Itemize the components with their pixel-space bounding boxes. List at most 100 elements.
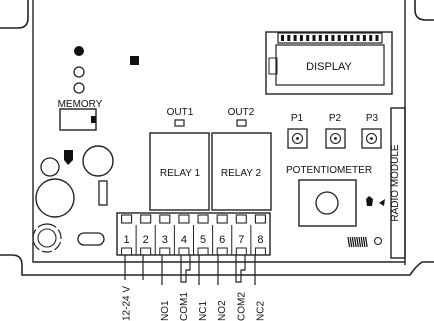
- spring-coil: [347, 236, 368, 248]
- display-pin: [299, 35, 303, 41]
- trimmer-p2: [325, 128, 346, 149]
- out1-led: [174, 119, 185, 127]
- out2-label: OUT2: [228, 107, 255, 118]
- display-pin: [350, 35, 354, 41]
- relay-1: [149, 132, 210, 211]
- display-pin: [337, 35, 341, 41]
- terminal-number: 6: [219, 234, 225, 246]
- memory-chip: [59, 108, 97, 131]
- black-square: [130, 56, 139, 65]
- terminal-number: 8: [257, 234, 263, 246]
- memory-chip-notch: [91, 116, 96, 123]
- terminal-screw: [178, 214, 190, 224]
- coil-turn: [347, 236, 351, 248]
- terminal-number: 5: [200, 234, 206, 246]
- terminal-screw: [197, 214, 209, 224]
- display-pin: [362, 35, 366, 41]
- terminal-label: NO1: [160, 300, 171, 321]
- display-pin: [312, 35, 316, 41]
- memory-label: MEMORY: [58, 99, 103, 110]
- black-dot: [74, 46, 84, 56]
- terminal-clamp: [178, 247, 190, 256]
- relay-2-label: RELAY 2: [221, 168, 262, 179]
- out2-led: [236, 119, 247, 127]
- terminal-label: NO2: [217, 300, 228, 321]
- coil-turn: [358, 236, 362, 248]
- small-circle: [373, 236, 383, 246]
- terminal-clamp: [121, 247, 133, 256]
- terminal-label: 12-24 V: [122, 286, 133, 321]
- terminal-clamp: [197, 247, 209, 256]
- display-connector: [268, 57, 278, 75]
- terminal-screw: [140, 214, 152, 224]
- relay-2: [211, 132, 272, 211]
- potentiometer-knob: [315, 191, 339, 215]
- terminal-label: NC2: [255, 301, 266, 321]
- potentiometer: [298, 179, 357, 227]
- coil-turn: [360, 236, 364, 248]
- round-component-center: [37, 228, 57, 248]
- terminal-number: 4: [181, 234, 187, 246]
- display-pin: [369, 35, 373, 41]
- relay-1-label: RELAY 1: [160, 168, 201, 179]
- display-pin: [306, 35, 310, 41]
- board-edge-bottom: [32, 252, 405, 263]
- radio-module-label: RADIO MODULE: [390, 144, 401, 222]
- p3-label: P3: [366, 113, 379, 124]
- coil-turn: [351, 236, 355, 248]
- terminal-clamp: [140, 247, 152, 256]
- radio-module: [390, 107, 406, 259]
- terminal-screw: [235, 214, 247, 224]
- coil-turn: [365, 236, 368, 248]
- trimmer-p1: [287, 128, 308, 149]
- large-circle-component: [35, 178, 75, 218]
- terminal-clamp: [254, 247, 266, 256]
- coil-turn: [349, 236, 353, 248]
- display-module: [265, 31, 393, 95]
- display-window: [275, 44, 385, 86]
- terminal-number: 2: [143, 234, 149, 246]
- terminal-label: COM2: [236, 292, 247, 321]
- terminal-clamp: [159, 247, 171, 256]
- display-pin: [287, 35, 291, 41]
- enclosure-outline-bottom: [0, 254, 434, 276]
- small-circle: [73, 66, 85, 78]
- display-pin-header: [277, 32, 383, 44]
- terminal-number: 1: [124, 234, 130, 246]
- rectangular-component: [98, 180, 108, 206]
- terminal-screw: [216, 214, 228, 224]
- terminal-number: 3: [162, 234, 168, 246]
- display-label: DISPLAY: [306, 61, 352, 73]
- led-indicator: [366, 196, 373, 206]
- terminal-screw: [121, 214, 133, 224]
- terminal-labels: 12-24 V NO1 COM1 NC1 NO2 COM2 NC2: [122, 286, 267, 321]
- coil-turn: [354, 236, 357, 248]
- fuse: [77, 232, 105, 246]
- black-component: [64, 150, 73, 165]
- terminal-screw: [254, 214, 266, 224]
- terminal-number: 7: [238, 234, 244, 246]
- terminal-clamp: [216, 247, 228, 256]
- terminal-group: 1 2 3 4 5 6 7 8: [116, 214, 266, 256]
- display-pin: [293, 35, 297, 41]
- large-capacitor: [82, 145, 114, 177]
- coil-turn: [356, 236, 359, 248]
- terminal-clamp: [235, 247, 247, 256]
- display-pin: [325, 35, 329, 41]
- circle-component: [40, 157, 60, 177]
- round-component: [32, 223, 62, 253]
- display-pin: [375, 35, 379, 41]
- trimmer-p3: [361, 128, 382, 149]
- arrow-mark: [379, 199, 385, 206]
- enclosure-outline-right: [414, 0, 434, 21]
- terminal-label: COM1: [179, 292, 190, 321]
- p2-label: P2: [329, 113, 342, 124]
- potentiometer-label: POTENTIOMETER: [286, 165, 372, 176]
- enclosure-outline: [0, 0, 29, 29]
- display-pin: [331, 35, 335, 41]
- display-pin: [318, 35, 322, 41]
- terminal-screw: [159, 214, 171, 224]
- terminal-label: NC1: [198, 301, 209, 321]
- small-circle: [73, 82, 85, 94]
